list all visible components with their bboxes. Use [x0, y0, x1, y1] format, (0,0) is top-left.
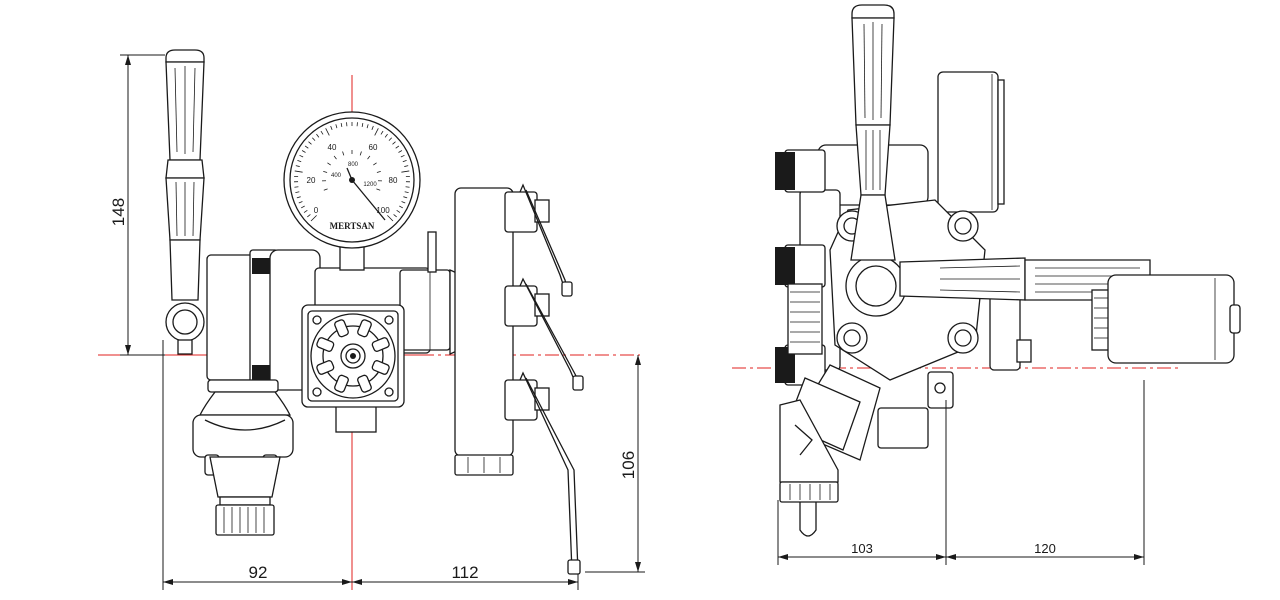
- gauge-tick: [380, 130, 384, 135]
- gauge-tick: [308, 141, 312, 145]
- gauge-tick: [387, 215, 394, 222]
- gauge-inner-tick: [373, 162, 377, 166]
- rosette-rib: [357, 319, 372, 338]
- gauge-tick: [388, 137, 392, 141]
- front-dimensions: 148 92 112 106: [109, 54, 645, 590]
- gauge-inner-tick: [367, 155, 371, 160]
- rosette-rib: [334, 319, 349, 338]
- gauge-tick: [316, 133, 320, 138]
- gauge-tick: [298, 201, 303, 204]
- gauge-tick: [340, 122, 343, 128]
- gauge-tick: [396, 210, 401, 213]
- gauge-label-80: 80: [389, 176, 398, 185]
- gauge-inner-tick: [333, 155, 337, 160]
- rosette-rib: [316, 337, 335, 352]
- side-lever-handle: [850, 4, 896, 261]
- gauge-needle-arm: [351, 179, 386, 221]
- side-dimensions: 103 120: [777, 380, 1145, 565]
- front-view: 0 20 40 60 80 100 400 800 1200 MERTSAN: [98, 49, 645, 590]
- side-view: 103 120: [732, 4, 1241, 565]
- gauge-tick: [301, 150, 306, 153]
- gauge-tick: [303, 210, 308, 213]
- dim-side-103: 103: [851, 541, 873, 556]
- dim-width-92: 92: [249, 563, 268, 582]
- gauge-label-100: 100: [376, 206, 390, 215]
- gauge-tick: [374, 128, 379, 136]
- gauge-tick: [296, 196, 301, 199]
- gauge-tick: [307, 214, 311, 218]
- gauge-tick: [384, 133, 388, 138]
- gauge-tick: [392, 141, 396, 145]
- gauge-inner-tick: [323, 188, 328, 191]
- gauge-tick: [400, 154, 405, 158]
- gauge-inner-tick: [376, 188, 381, 191]
- side-outlet: [779, 364, 954, 537]
- gauge-tick: [295, 191, 300, 194]
- pressure-gauge: 0 20 40 60 80 100 400 800 1200 MERTSAN: [283, 111, 421, 271]
- gauge-tick: [404, 165, 409, 167]
- dim-height-148: 148: [109, 198, 128, 226]
- gauge-label-40: 40: [328, 143, 337, 152]
- gauge-tick: [399, 205, 404, 209]
- regulator-knob: [301, 304, 405, 408]
- gauge-tick: [297, 159, 302, 163]
- gauge-inner-tick: [323, 171, 328, 173]
- gauge-tick: [371, 125, 374, 130]
- gauge-tick: [320, 130, 324, 135]
- gauge-tick: [312, 137, 316, 141]
- section-manifold: [454, 183, 584, 575]
- gauge-inner-1200: 1200: [363, 182, 377, 188]
- gauge-tick: [401, 201, 406, 204]
- dim-width-112: 112: [451, 563, 478, 582]
- side-gauge: [937, 71, 1005, 213]
- dim-height-106: 106: [619, 451, 638, 479]
- gauge-tick: [366, 124, 369, 129]
- gauge-tick: [304, 145, 309, 149]
- gauge-brand: MERTSAN: [330, 221, 375, 231]
- side-horizontal-handle: [899, 257, 1151, 301]
- gauge-inner-tick: [359, 151, 362, 156]
- dim-side-120: 120: [1034, 541, 1056, 556]
- gauge-inner-tick: [376, 171, 381, 173]
- gauge-tick: [405, 186, 410, 188]
- gauge-tick: [335, 124, 338, 129]
- rosette-ribs: [316, 319, 390, 393]
- gauge-tick: [395, 145, 400, 149]
- outlet-fitting: [192, 379, 294, 536]
- gauge-tick: [295, 165, 300, 167]
- gauge-tick: [325, 128, 330, 136]
- gauge-inner-tick: [342, 151, 345, 156]
- gauge-tick: [361, 122, 364, 128]
- gauge-tick: [299, 154, 304, 158]
- gauge-tick: [294, 186, 299, 188]
- gauge-tick: [330, 125, 333, 130]
- lever-handle: [165, 49, 205, 355]
- gauge-tick: [404, 191, 409, 194]
- gauge-tick: [300, 205, 305, 209]
- gauge-inner-tick: [327, 162, 331, 166]
- gauge-tick: [393, 214, 397, 218]
- rosette-rib: [371, 337, 390, 352]
- gauge-inner-800: 800: [348, 162, 359, 168]
- gauge-tick: [310, 215, 317, 222]
- rosette-rib: [357, 374, 372, 393]
- rosette-rib: [316, 360, 335, 375]
- gauge-tick: [294, 170, 303, 173]
- gauge-tick: [402, 159, 407, 163]
- gauge-inner-400: 400: [331, 173, 342, 179]
- gauge-label-60: 60: [369, 143, 378, 152]
- gauge-tick: [403, 196, 408, 199]
- rosette-rib: [334, 374, 349, 393]
- gauge-tick: [398, 150, 403, 153]
- side-manifold: [1091, 274, 1241, 364]
- gauge-tick: [401, 170, 410, 173]
- gauge-label-20: 20: [307, 176, 316, 185]
- rosette-rib: [371, 360, 390, 375]
- gauge-label-0: 0: [314, 206, 319, 215]
- gauge-ticks: [294, 122, 410, 222]
